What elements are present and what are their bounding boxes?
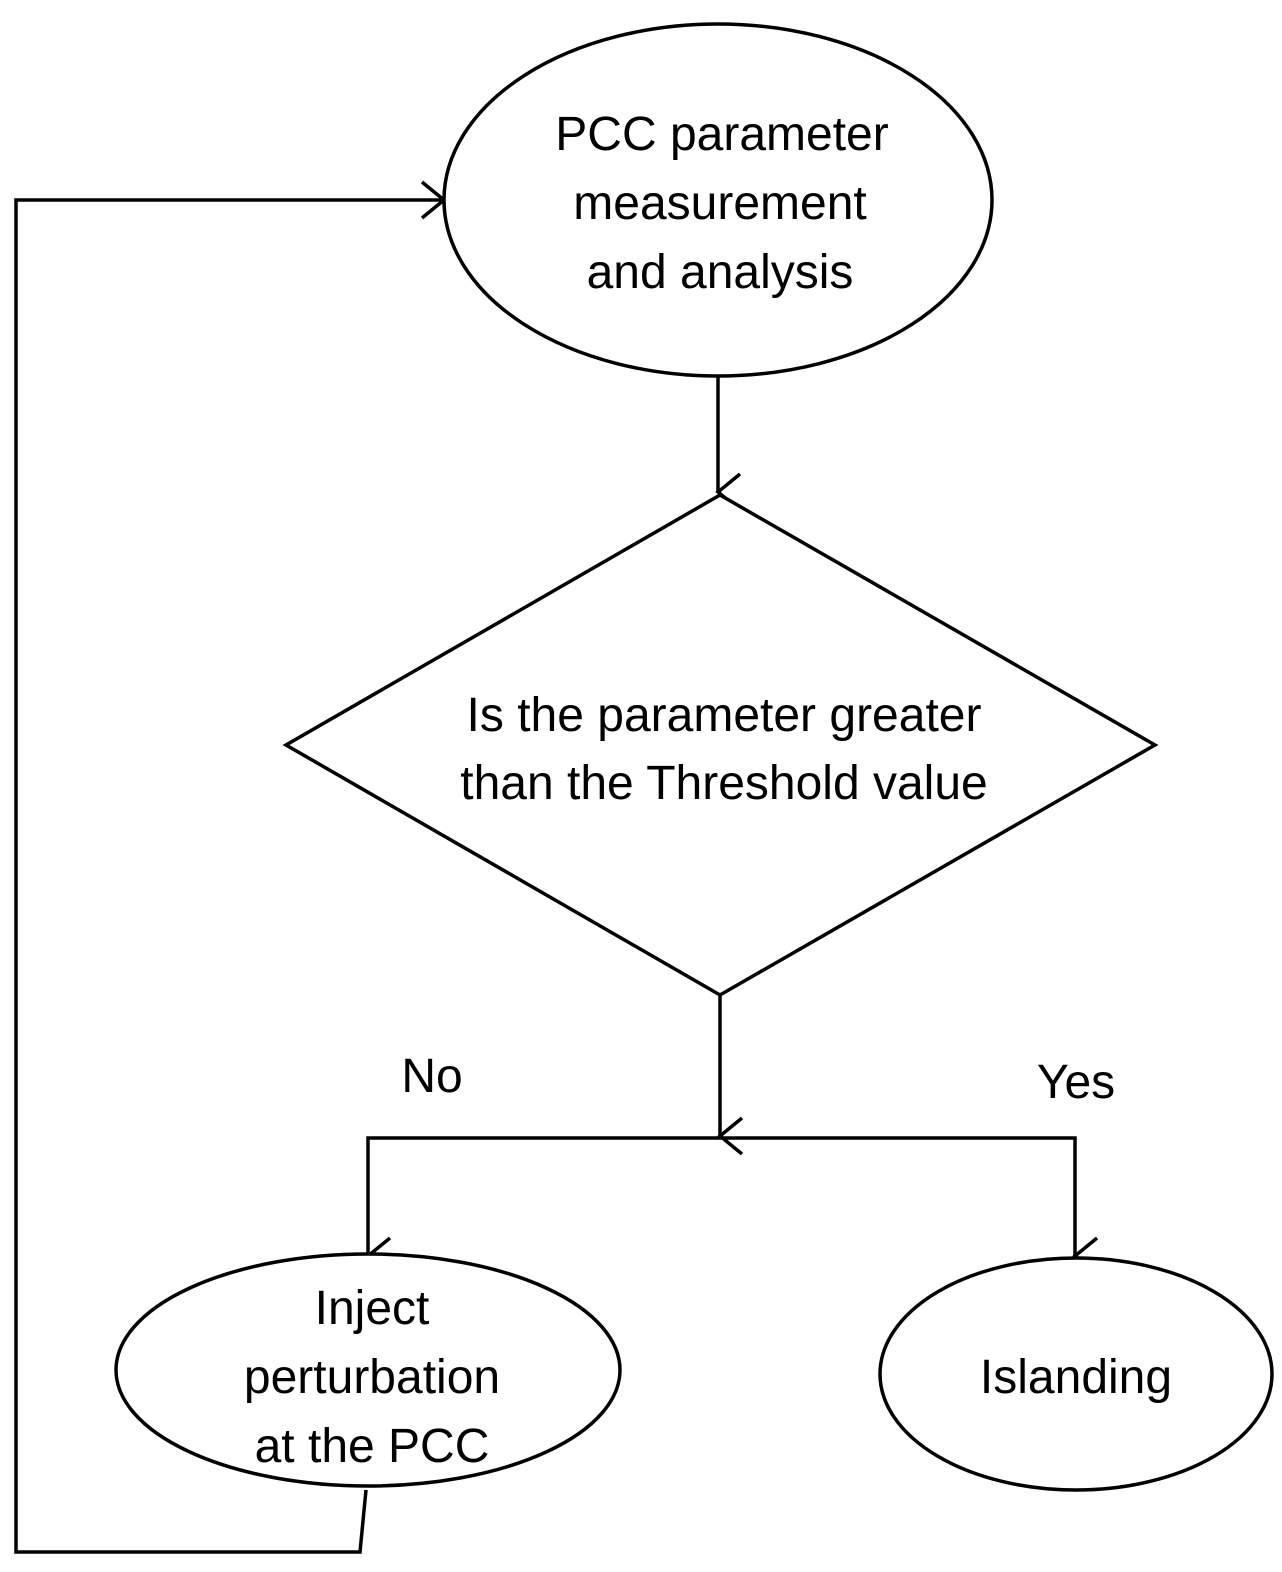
node-inject-line-3: at the PCC	[255, 1420, 490, 1473]
node-decision-line-2: than the Threshold value	[460, 757, 987, 810]
node-decision-line-1: Is the parameter greater	[467, 689, 982, 742]
node-decision: Is the parameter greater than the Thresh…	[282, 492, 1159, 998]
edge-inject-loop-to-measure	[14, 180, 447, 1554]
branch-label-no: No	[401, 1050, 462, 1103]
edge-junction-to-islanding	[720, 1136, 1099, 1276]
edge-junction-to-inject	[365, 1136, 720, 1276]
node-islanding: Islanding	[878, 1256, 1274, 1492]
node-measure-line-2: measurement	[573, 177, 866, 230]
node-inject-line-2: perturbation	[244, 1351, 500, 1404]
node-inject: Inject perturbation at the PCC	[114, 1252, 622, 1488]
node-islanding-line-1: Islanding	[980, 1351, 1172, 1404]
node-measure: PCC parameter measurement and analysis	[442, 22, 994, 378]
node-measure-line-1: PCC parameter	[555, 108, 888, 161]
node-measure-line-3: and analysis	[587, 246, 854, 299]
node-inject-line-1: Inject	[315, 1282, 430, 1335]
branch-label-yes: Yes	[1037, 1056, 1115, 1109]
